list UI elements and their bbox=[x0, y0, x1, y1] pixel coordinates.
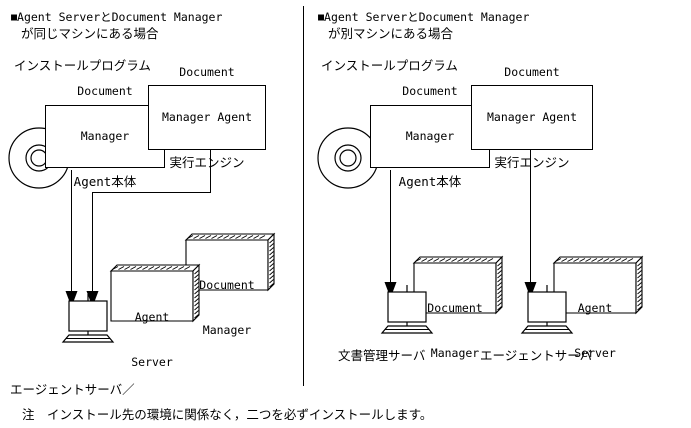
line-2: Manager bbox=[405, 129, 455, 143]
bullet-icon: ■ bbox=[11, 12, 18, 23]
line-1: Document bbox=[77, 84, 133, 98]
panel-header-separate-machines: ■Agent ServerとDocument Manager bbox=[318, 10, 529, 25]
line-2: Manager bbox=[202, 323, 252, 337]
product-box-agent-server-right bbox=[552, 255, 644, 315]
panel-header-text: Agent ServerとDocument Manager bbox=[17, 10, 223, 24]
line-3: 実行エンジン bbox=[169, 155, 245, 170]
install-box-dm-agent-body-right: Document Manager Agent本体 bbox=[370, 84, 490, 189]
panel-header-text: Agent ServerとDocument Manager bbox=[324, 10, 530, 24]
cd-disc-icon-right bbox=[317, 127, 379, 189]
panel-header-separate-machines-line2: が別マシンにある場合 bbox=[328, 26, 454, 41]
line-3: 実行エンジン bbox=[494, 155, 570, 170]
line-1: Agent bbox=[577, 301, 613, 315]
arrow-to-host-1-head bbox=[65, 291, 78, 307]
arrow-to-host-2-shaft bbox=[92, 192, 93, 295]
line-1: Document bbox=[402, 84, 458, 98]
line-1: Document bbox=[504, 65, 560, 79]
desktop-computer-icon-agent-server bbox=[520, 285, 574, 334]
machine-caption-agent-server: エージェントサーバ bbox=[480, 348, 593, 363]
product-box-document-manager-left bbox=[184, 232, 276, 292]
install-box-dm-agent-body-left-text: Document Manager Agent本体 bbox=[74, 54, 137, 219]
caption-line-1: エージェントサーバ／ bbox=[10, 382, 135, 397]
panel-divider-icon bbox=[303, 6, 304, 386]
line-1: Document bbox=[179, 65, 235, 79]
line-1: Document bbox=[427, 301, 483, 315]
arrow-to-host-1-shaft bbox=[71, 170, 72, 295]
arrow-to-host-2-head bbox=[86, 291, 99, 307]
panel-header-same-machine: ■Agent ServerとDocument Manager bbox=[11, 10, 222, 25]
product-box-document-manager-right-text: Document Manager bbox=[414, 271, 496, 391]
line-2: Manager Agent bbox=[161, 110, 252, 124]
connector-engine-horizontal-left bbox=[92, 192, 211, 193]
desktop-computer-icon-left bbox=[61, 294, 115, 343]
arrow-to-doc-server-head bbox=[384, 282, 397, 298]
line-2: Server bbox=[574, 346, 616, 360]
panel-header-same-machine-line2: が同じマシンにある場合 bbox=[21, 26, 159, 41]
product-box-agent-server-right-text: Agent Server bbox=[554, 271, 636, 391]
line-2: Manager bbox=[430, 346, 480, 360]
line-1: Document bbox=[199, 278, 255, 292]
desktop-computer-icon-doc-server bbox=[380, 285, 434, 334]
line-2: Server bbox=[131, 355, 173, 369]
product-box-document-manager-left-text: Document Manager bbox=[186, 248, 268, 368]
section-label-install-program-left: インストールプログラム bbox=[14, 58, 151, 73]
product-box-agent-server-left-text: Agent Server bbox=[111, 280, 193, 400]
install-box-dma-engine-right: Document Manager Agent 実行エンジン bbox=[471, 65, 593, 170]
arrow-to-doc-server-shaft bbox=[390, 170, 391, 286]
install-box-dma-engine-left: Document Manager Agent 実行エンジン bbox=[148, 65, 266, 170]
install-box-dma-engine-right-text: Document Manager Agent 実行エンジン bbox=[487, 35, 577, 200]
line-1: Agent bbox=[134, 310, 170, 324]
install-box-dma-engine-left-text: Document Manager Agent 実行エンジン bbox=[162, 35, 252, 200]
product-box-document-manager-right bbox=[412, 255, 504, 315]
line-2: Manager bbox=[80, 129, 130, 143]
arrow-to-agent-server-head bbox=[524, 282, 537, 298]
install-box-dm-agent-body-right-text: Document Manager Agent本体 bbox=[399, 54, 462, 219]
section-label-install-program-right: インストールプログラム bbox=[321, 58, 458, 73]
line-2: Manager Agent bbox=[486, 110, 577, 124]
connector-engine-vertical-left bbox=[210, 150, 211, 192]
footnote: 注 インストール先の環境に関係なく，二つを必ずインストールします。 bbox=[22, 407, 433, 422]
machine-caption-agent-and-doc-server: エージェントサーバ／ 文書管理サーバ bbox=[10, 347, 153, 428]
line-3: Agent本体 bbox=[73, 174, 137, 189]
machine-caption-doc-management-server: 文書管理サーバ bbox=[338, 348, 426, 363]
bullet-icon: ■ bbox=[318, 12, 325, 23]
line-3: Agent本体 bbox=[398, 174, 462, 189]
install-box-dm-agent-body-left: Document Manager Agent本体 bbox=[45, 84, 165, 189]
arrow-to-agent-server-shaft bbox=[530, 150, 531, 286]
product-box-agent-server-left bbox=[109, 263, 201, 323]
